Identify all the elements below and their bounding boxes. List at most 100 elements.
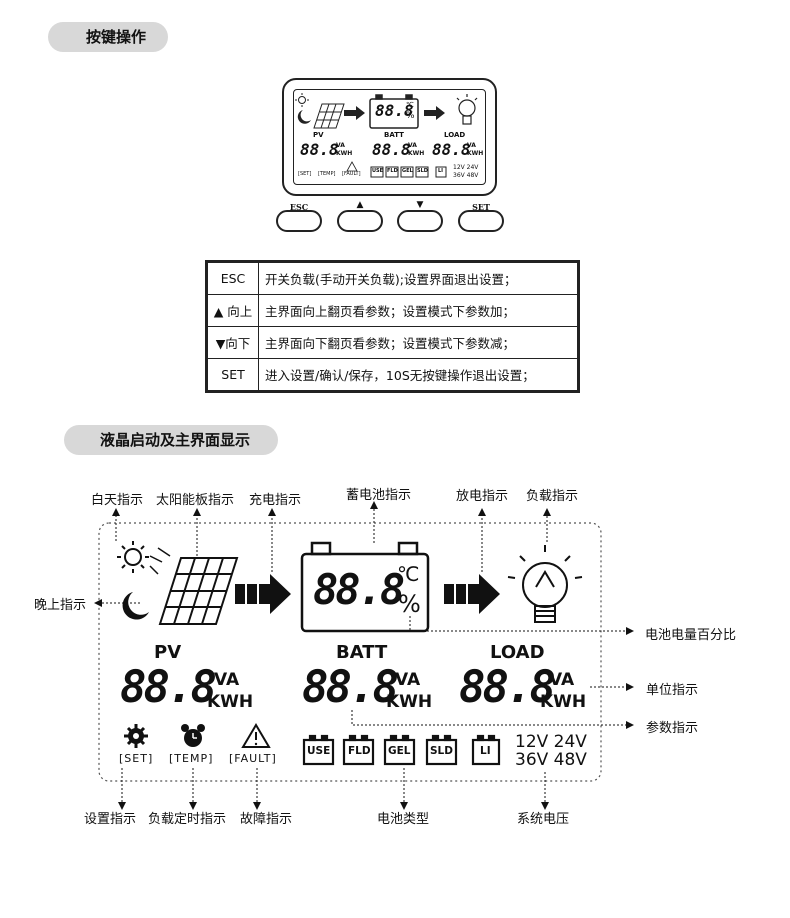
gear-icon: [124, 724, 148, 748]
esc-key[interactable]: [276, 210, 322, 232]
table-desc-cell: 进入设置/确认/保存，10S无按键操作退出设置；: [258, 358, 578, 391]
battery-type-li: LI: [480, 745, 491, 757]
charge-arrow-icon: [235, 574, 291, 614]
small-batt-va: VA: [408, 142, 417, 149]
small-type-li: LI: [438, 168, 444, 174]
pv-va-label: VA: [214, 670, 240, 690]
battery-type-fld: FLD: [348, 745, 371, 757]
discharge-arrow-icon: [444, 574, 500, 614]
batt-va-label: VA: [395, 670, 421, 690]
voltages-row2: 36V 48V: [515, 750, 587, 770]
small-pv-va: VA: [336, 142, 345, 149]
lcd-panel-small: [282, 78, 497, 196]
sun-icon: [117, 541, 149, 573]
annotation-discharge: 放电指示: [456, 489, 509, 504]
table-desc-cell: 主界面向下翻页看参数；设置模式下参数减；: [258, 326, 578, 359]
batt-percent-digits: 88.8: [313, 565, 405, 614]
down-key[interactable]: [397, 210, 443, 232]
annotation-fault: 故障指示: [240, 812, 293, 827]
key-function-table: ESC 开关负载(手动开关负载);设置界面退出设置； ▲ 向上 主界面向上翻页看…: [205, 260, 580, 393]
annotation-battery-percent: 电池电量百分比: [645, 628, 737, 643]
small-pv-label: PV: [313, 131, 324, 139]
annotation-parameter: 参数指示: [646, 721, 699, 736]
annotation-load-timer: 负载定时指示: [148, 812, 227, 827]
table-row: ESC 开关负载(手动开关负载);设置界面退出设置；: [207, 262, 578, 295]
small-load-label: LOAD: [444, 131, 466, 139]
up-key-label: ▲: [356, 200, 364, 210]
table-row: ▲ 向上 主界面向上翻页看参数；设置模式下参数加；: [207, 294, 578, 327]
annotation-load: 负载指示: [526, 489, 579, 504]
annotation-unit: 单位指示: [646, 683, 699, 698]
small-fault-label: [FAULT]: [342, 171, 361, 177]
small-pv-kwh: KWH: [336, 150, 353, 157]
small-voltages-row1: 12V 24V: [453, 164, 479, 171]
table-key-cell: SET: [207, 358, 259, 391]
small-type-sld: SLD: [417, 168, 428, 174]
load-va-label: VA: [549, 670, 575, 690]
annotation-battery-type: 电池类型: [377, 812, 430, 827]
section-title-buttons-text: 按键操作: [86, 28, 147, 46]
esc-key-label: ESC: [289, 202, 309, 212]
annotation-solar-panel: 太阳能板指示: [156, 493, 235, 508]
warning-icon: [241, 723, 271, 748]
set-label: [SET]: [119, 752, 154, 765]
small-load-digits: 88.8: [432, 140, 471, 159]
annotation-day: 白天指示: [91, 493, 144, 508]
section-title-display: 液晶启动及主界面显示: [64, 425, 278, 455]
sun-ray-arrows-icon: [149, 547, 171, 575]
small-batt-label: BATT: [384, 131, 404, 139]
annotation-battery: 蓄电池指示: [346, 488, 412, 503]
alarm-clock-icon: [181, 724, 205, 747]
small-load-va: VA: [467, 142, 476, 149]
small-type-fld: FLD: [387, 168, 398, 174]
table-desc-cell: 主界面向上翻页看参数；设置模式下参数加；: [258, 294, 578, 327]
solar-panel-icon: [158, 557, 239, 625]
section-title-display-text: 液晶启动及主界面显示: [100, 431, 251, 449]
batt-value-digits: 88.8: [302, 662, 399, 713]
temp-label: [TEMP]: [169, 752, 214, 765]
table-row: ▼向下 主界面向下翻页看参数；设置模式下参数减；: [207, 326, 578, 359]
down-key-label: ▼: [416, 200, 424, 210]
small-percent: %: [406, 111, 415, 121]
table-key-cell: ESC: [207, 262, 259, 295]
pv-kwh-label: KWH: [207, 692, 254, 712]
small-type-use: USE: [372, 168, 384, 174]
table-key-cell: ▲ 向上: [207, 294, 259, 327]
small-batt-kwh: KWH: [408, 150, 425, 157]
fault-label: [FAULT]: [229, 752, 277, 765]
annotation-night: 晚上指示: [34, 598, 87, 613]
small-celsius: ℃: [406, 101, 414, 109]
set-key-label: SET: [472, 202, 490, 212]
moon-icon: [122, 592, 149, 620]
battery-type-gel: GEL: [388, 745, 411, 757]
load-label: LOAD: [490, 642, 545, 663]
load-kwh-label: KWH: [540, 692, 587, 712]
table-row: SET 进入设置/确认/保存，10S无按键操作退出设置；: [207, 358, 578, 391]
lcd-panel-small-screen: [293, 89, 486, 185]
percent-symbol: %: [398, 590, 421, 618]
voltages-row1: 12V 24V: [515, 732, 587, 752]
small-temp-label: [TEMP]: [318, 171, 336, 177]
pv-label: PV: [154, 642, 182, 663]
table-key-cell: ▼向下: [207, 326, 259, 359]
set-key[interactable]: [458, 210, 504, 232]
small-batt-digits: 88.8: [375, 101, 414, 120]
batt-label: BATT: [336, 642, 388, 663]
celsius-symbol: ℃: [397, 562, 420, 586]
battery-type-sld: SLD: [430, 745, 453, 757]
bulb-icon: [507, 545, 583, 623]
annotation-system-voltage: 系统电压: [517, 812, 570, 827]
small-type-gel: GEL: [402, 168, 413, 174]
small-batt-value-digits: 88.8: [372, 140, 411, 159]
table-desc-cell: 开关负载(手动开关负载);设置界面退出设置；: [258, 262, 578, 295]
small-pv-digits: 88.8: [300, 140, 339, 159]
battery-type-use: USE: [307, 745, 331, 757]
small-load-kwh: KWH: [467, 150, 484, 157]
annotation-settings: 设置指示: [84, 812, 137, 827]
small-voltages-row2: 36V 48V: [453, 172, 479, 179]
small-set-label: [SET]: [298, 171, 312, 177]
up-key[interactable]: [337, 210, 383, 232]
load-value-digits: 88.8: [459, 662, 556, 713]
batt-kwh-label: KWH: [386, 692, 433, 712]
section-title-buttons: 按键操作: [48, 22, 168, 52]
